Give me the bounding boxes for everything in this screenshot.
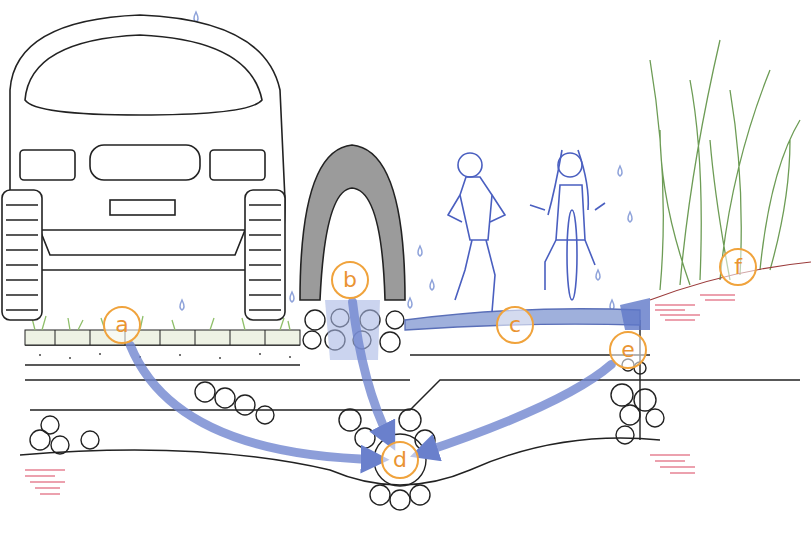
berm [300,145,405,360]
callout-letter: a [115,314,128,336]
callout-letter: b [343,269,357,291]
people [448,150,605,312]
callout-circle: f [719,248,757,286]
gravel-stones [30,359,664,510]
callout-circle: e [609,331,647,369]
callout-circle: c [496,306,534,344]
callout-circle: a [103,306,141,344]
flow-arrow [352,302,390,441]
callout-letter: f [734,256,742,278]
callout-letter: d [393,449,407,471]
grass [650,40,800,290]
callout-circle: b [331,261,369,299]
flow-arrow [421,364,612,453]
flow-arrow [130,345,378,459]
callout-letter: c [509,314,521,336]
ground-layers [20,320,800,485]
paver-layer [25,316,300,359]
soil-edge [25,262,811,494]
callout-letter: e [621,339,635,361]
car [2,15,285,320]
callout-circle: d [381,441,419,479]
